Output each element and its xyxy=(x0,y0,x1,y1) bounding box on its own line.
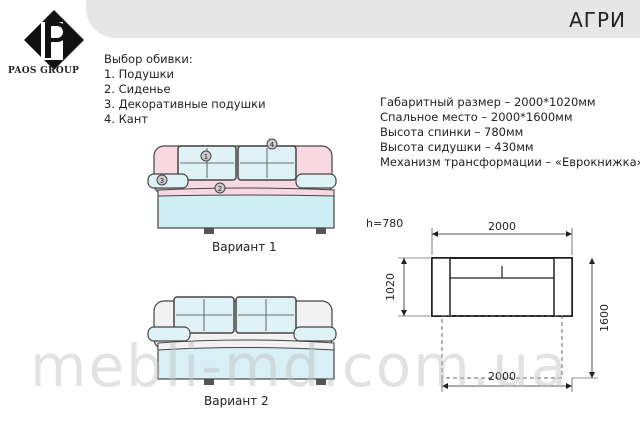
marker-2: 2 xyxy=(218,185,222,193)
logo-text: PAOS GROUP xyxy=(8,66,80,76)
upholstery-options: Выбор обивки: 1. Подушки 2. Сиденье 3. Д… xyxy=(104,52,266,127)
marker-4: 4 xyxy=(270,141,275,149)
height-label: h=780 xyxy=(366,217,403,230)
width-bottom-value: 2000 xyxy=(488,370,516,383)
sofa-variant-1-image: 1 2 3 4 xyxy=(147,138,337,234)
header-bar: АГРИ xyxy=(86,0,640,38)
spec-item: Габаритный размер – 2000*1020мм xyxy=(380,95,596,109)
height-prefix: h= xyxy=(366,217,383,230)
marker-3: 3 xyxy=(160,177,164,185)
paos-logo-icon xyxy=(24,10,84,70)
sofa-variant-2-image xyxy=(147,296,337,385)
spec-item: Спальное место – 2000*1600мм xyxy=(380,110,573,124)
specifications: Габаритный размер – 2000*1020мм Спальное… xyxy=(380,95,640,170)
width-top-value: 2000 xyxy=(488,220,516,233)
options-heading: Выбор обивки: xyxy=(104,52,193,66)
variant-2-label: Вариант 2 xyxy=(204,394,269,408)
marker-1: 1 xyxy=(204,153,208,161)
watermark: mebli-md.com.ua xyxy=(30,332,569,400)
option-item: 3. Декоративные подушки xyxy=(104,97,266,111)
bed-depth-value: 1600 xyxy=(598,304,611,332)
spec-item: Механизм трансформации – «Еврокнижка» xyxy=(380,155,640,169)
option-item: 2. Сиденье xyxy=(104,82,171,96)
option-item: 1. Подушки xyxy=(104,67,175,81)
dimension-plan-diagram: 2000 1020 1600 2000 xyxy=(384,220,611,392)
spec-item: Высота спинки – 780мм xyxy=(380,125,524,139)
page-title: АГРИ xyxy=(569,8,626,32)
height-value: 780 xyxy=(382,217,404,230)
variant-1-label: Вариант 1 xyxy=(212,240,277,254)
depth-value: 1020 xyxy=(384,273,397,301)
option-item: 4. Кант xyxy=(104,112,149,126)
spec-item: Высота сидушки – 430мм xyxy=(380,140,534,154)
